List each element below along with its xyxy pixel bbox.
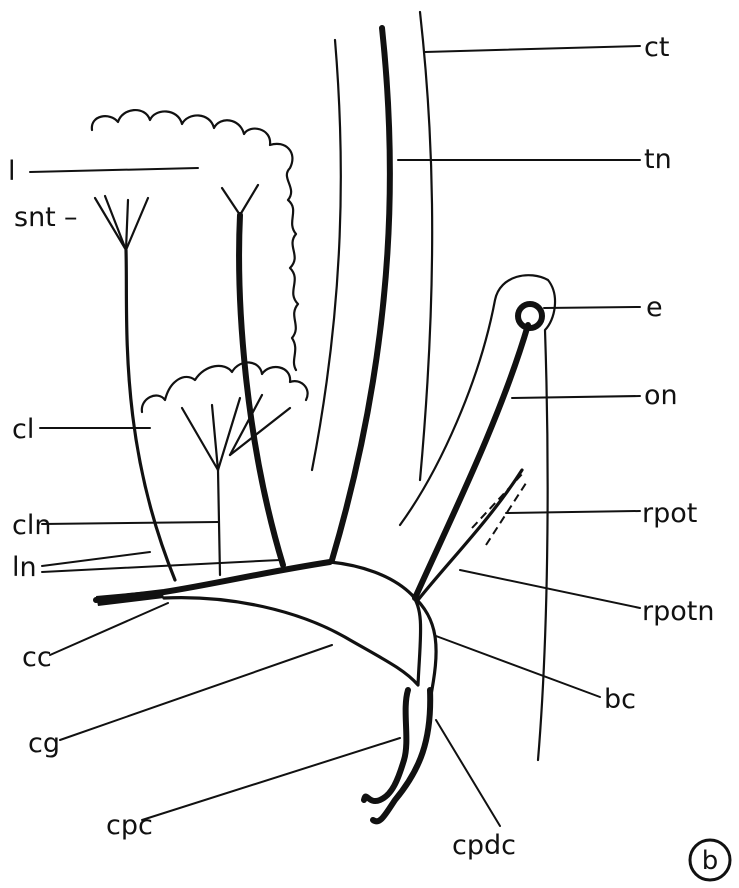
- label-ct: ct: [644, 32, 669, 63]
- peritentacular-organ: [472, 472, 528, 545]
- label-ln: ln: [12, 552, 37, 583]
- label-cl: cl: [12, 414, 34, 445]
- label-bc: bc: [604, 684, 636, 715]
- branching-nerves: [95, 185, 290, 580]
- label-cc: cc: [22, 642, 52, 673]
- panel-marker: b: [702, 846, 719, 876]
- tentacular-nerve: [332, 28, 390, 560]
- optic-nerve: [415, 325, 528, 598]
- label-on: on: [644, 380, 678, 411]
- label-cpdc: cpdc: [452, 830, 516, 861]
- cephalic-lobe-outline: [142, 362, 308, 412]
- label-rpotn: rpotn: [642, 596, 714, 627]
- label-rpot: rpot: [642, 498, 697, 529]
- label-cln: cln: [12, 510, 51, 541]
- cerebral-ganglion: [164, 562, 421, 685]
- label-l: l: [8, 156, 16, 187]
- label-snt: snt: [14, 202, 56, 233]
- cerebropleural-connective: [364, 690, 408, 801]
- tentacle-outline: [312, 12, 555, 760]
- labial-nerve: [239, 215, 283, 565]
- label-cg: cg: [28, 728, 60, 759]
- label-tn: tn: [644, 144, 672, 175]
- label-cpc: cpc: [106, 810, 153, 841]
- label-e: e: [646, 292, 663, 323]
- leader-lines: [30, 46, 640, 826]
- label-snt-dash: –: [64, 202, 78, 233]
